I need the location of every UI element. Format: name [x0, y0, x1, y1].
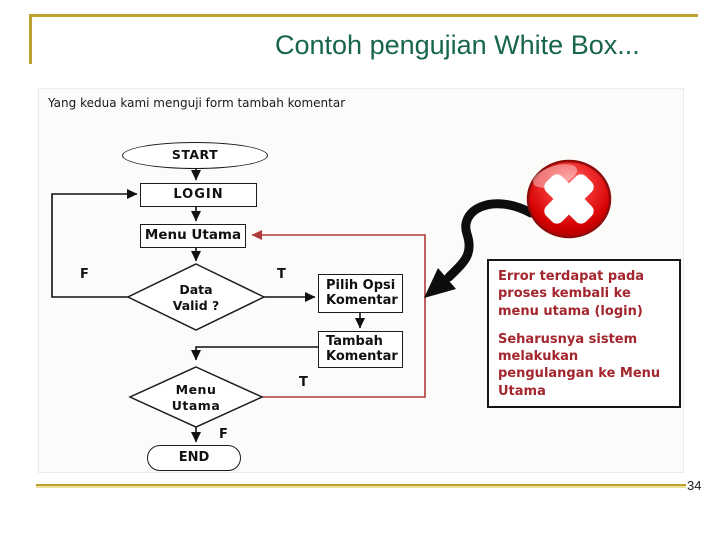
- slide-title: Contoh pengujian White Box...: [275, 30, 640, 60]
- node-start: START: [122, 142, 268, 169]
- bottom-accent-rule: [36, 484, 686, 488]
- node-data-valid-label: Data Valid ?: [172, 282, 220, 313]
- branch-label-menu-decision-true: T: [299, 375, 308, 390]
- caption-text: Yang kedua kami menguji form tambah kome…: [48, 96, 346, 110]
- error-note-line-1: Error terdapat pada proses kembali ke me…: [498, 269, 645, 319]
- node-end: END: [147, 445, 241, 471]
- branch-label-data-valid-false: F: [80, 267, 89, 282]
- top-accent-rule: [29, 14, 698, 17]
- node-tambah-komentar: Tambah Komentar: [318, 331, 403, 368]
- page-number: 34: [687, 478, 702, 493]
- left-accent-rule: [29, 14, 32, 64]
- node-login: LOGIN: [140, 183, 257, 207]
- error-note-box: Error terdapat pada proses kembali ke me…: [487, 259, 681, 408]
- node-menu-utama-decision-label: Menu Utama: [171, 382, 221, 413]
- error-note-line-2: Seharusnya sistem melakukan pengulangan …: [498, 331, 661, 399]
- branch-label-data-valid-true: T: [277, 267, 286, 282]
- node-pilih-opsi-komentar: Pilih Opsi Komentar: [318, 274, 403, 313]
- branch-label-menu-decision-false: F: [219, 427, 228, 442]
- node-menu-utama: Menu Utama: [140, 224, 246, 248]
